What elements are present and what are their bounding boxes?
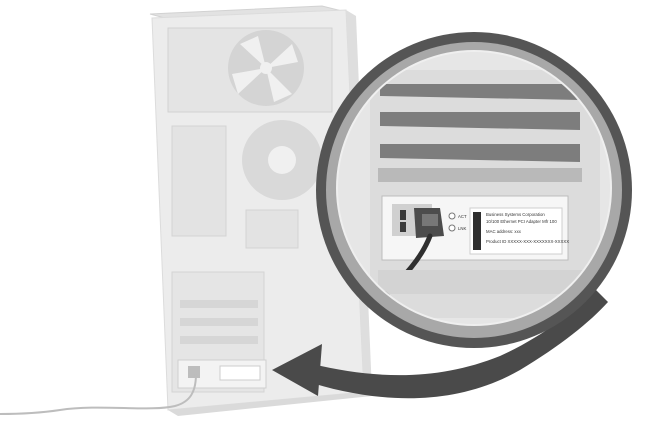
label-logo-bar — [473, 212, 481, 250]
led-act-label: ACT — [458, 214, 467, 219]
led-lnk-label: LNK — [458, 226, 466, 231]
slot-cover-1 — [180, 300, 258, 308]
rj45-screw-top — [400, 210, 406, 220]
tower-nic-port — [188, 366, 200, 378]
zoom-slot-4 — [378, 168, 582, 182]
label-mac: MAC address: xxx — [486, 229, 522, 234]
drive-bay-small — [246, 210, 298, 248]
rj45-plug-tab — [422, 214, 438, 226]
optical-drive-hub — [268, 146, 296, 174]
led-act — [449, 213, 455, 219]
label-product: 10/100 Ethernet PCI Adapter Mfr 100 — [486, 219, 557, 224]
slot-cover-2 — [180, 318, 258, 326]
label-part: Product ID XXXXX-XXX-XXXXXXX-XXXXX — [486, 239, 569, 244]
led-lnk — [449, 225, 455, 231]
zoom-lower-panel — [378, 270, 584, 294]
fan-hub — [260, 62, 272, 74]
drive-bay-left — [172, 126, 226, 236]
tower-nic-label — [220, 366, 260, 380]
slot-cover-3 — [180, 336, 258, 344]
rj45-screw-bottom — [400, 222, 406, 232]
label-vendor: Business Systems Corporation — [486, 212, 545, 217]
